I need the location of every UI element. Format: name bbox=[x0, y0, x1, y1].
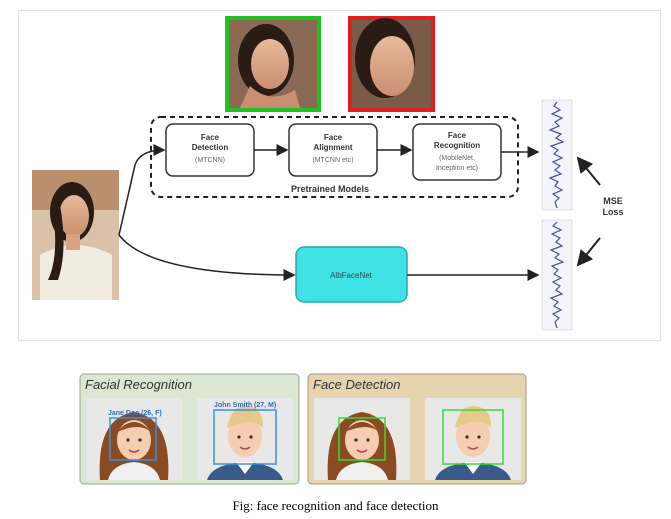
face-alignment-title-1: Face bbox=[324, 133, 343, 142]
face-detection-title-2: Detection bbox=[192, 143, 229, 152]
facial-recognition-title: Facial Recognition bbox=[85, 377, 192, 392]
face-alignment-title-2: Alignment bbox=[313, 143, 352, 152]
face-detection-sub: (MTCNN) bbox=[195, 157, 225, 164]
pretrained-models-group bbox=[150, 116, 519, 198]
mse-label-2: Loss bbox=[602, 207, 623, 217]
face-recognition-title-1: Face bbox=[448, 131, 467, 140]
aligned-face-photo-icon bbox=[225, 16, 321, 112]
face-recognition-title-2: Recognition bbox=[434, 141, 480, 150]
detection-box-man bbox=[442, 409, 504, 465]
recognition-tag-man: John Smith (27, M) bbox=[214, 402, 277, 409]
cropped-face-photo-icon bbox=[348, 16, 435, 112]
arrow-photo-to-detection bbox=[118, 144, 166, 236]
face-detection-title-1: Face bbox=[201, 133, 220, 142]
cartoon-man-icon bbox=[435, 405, 511, 480]
cartoon-woman-icon bbox=[327, 412, 397, 480]
embedding-vector-plot-icon bbox=[541, 219, 573, 331]
mse-arrow-up bbox=[576, 156, 601, 186]
recognition-box-man bbox=[213, 409, 277, 465]
embedding-vector-plot-icon bbox=[541, 99, 573, 211]
recognition-tag-woman: Jane Doe (26, F) bbox=[108, 410, 162, 417]
cartoon-man-icon bbox=[207, 405, 283, 480]
arrow-photo-to-albfacenet bbox=[118, 234, 296, 281]
recognition-box-woman bbox=[109, 417, 157, 461]
pretrained-models-label: Pretrained Models bbox=[291, 184, 369, 194]
mse-arrow-down bbox=[576, 237, 601, 267]
face-recognition-sub-2: Inception etc) bbox=[436, 165, 478, 172]
albfacenet-label: AlbFaceNet bbox=[330, 271, 373, 280]
mse-label-1: MSE bbox=[603, 196, 623, 206]
figure-caption: Fig: face recognition and face detection bbox=[232, 498, 439, 513]
face-detection-title: Face Detection bbox=[313, 377, 401, 392]
cartoon-woman-icon bbox=[99, 412, 169, 480]
face-alignment-sub: (MTCNN etc) bbox=[312, 157, 353, 164]
face-recognition-sub-1: (MobileNet, bbox=[439, 155, 475, 162]
detection-box-woman bbox=[338, 417, 386, 461]
woman-face-photo-icon bbox=[32, 170, 119, 300]
